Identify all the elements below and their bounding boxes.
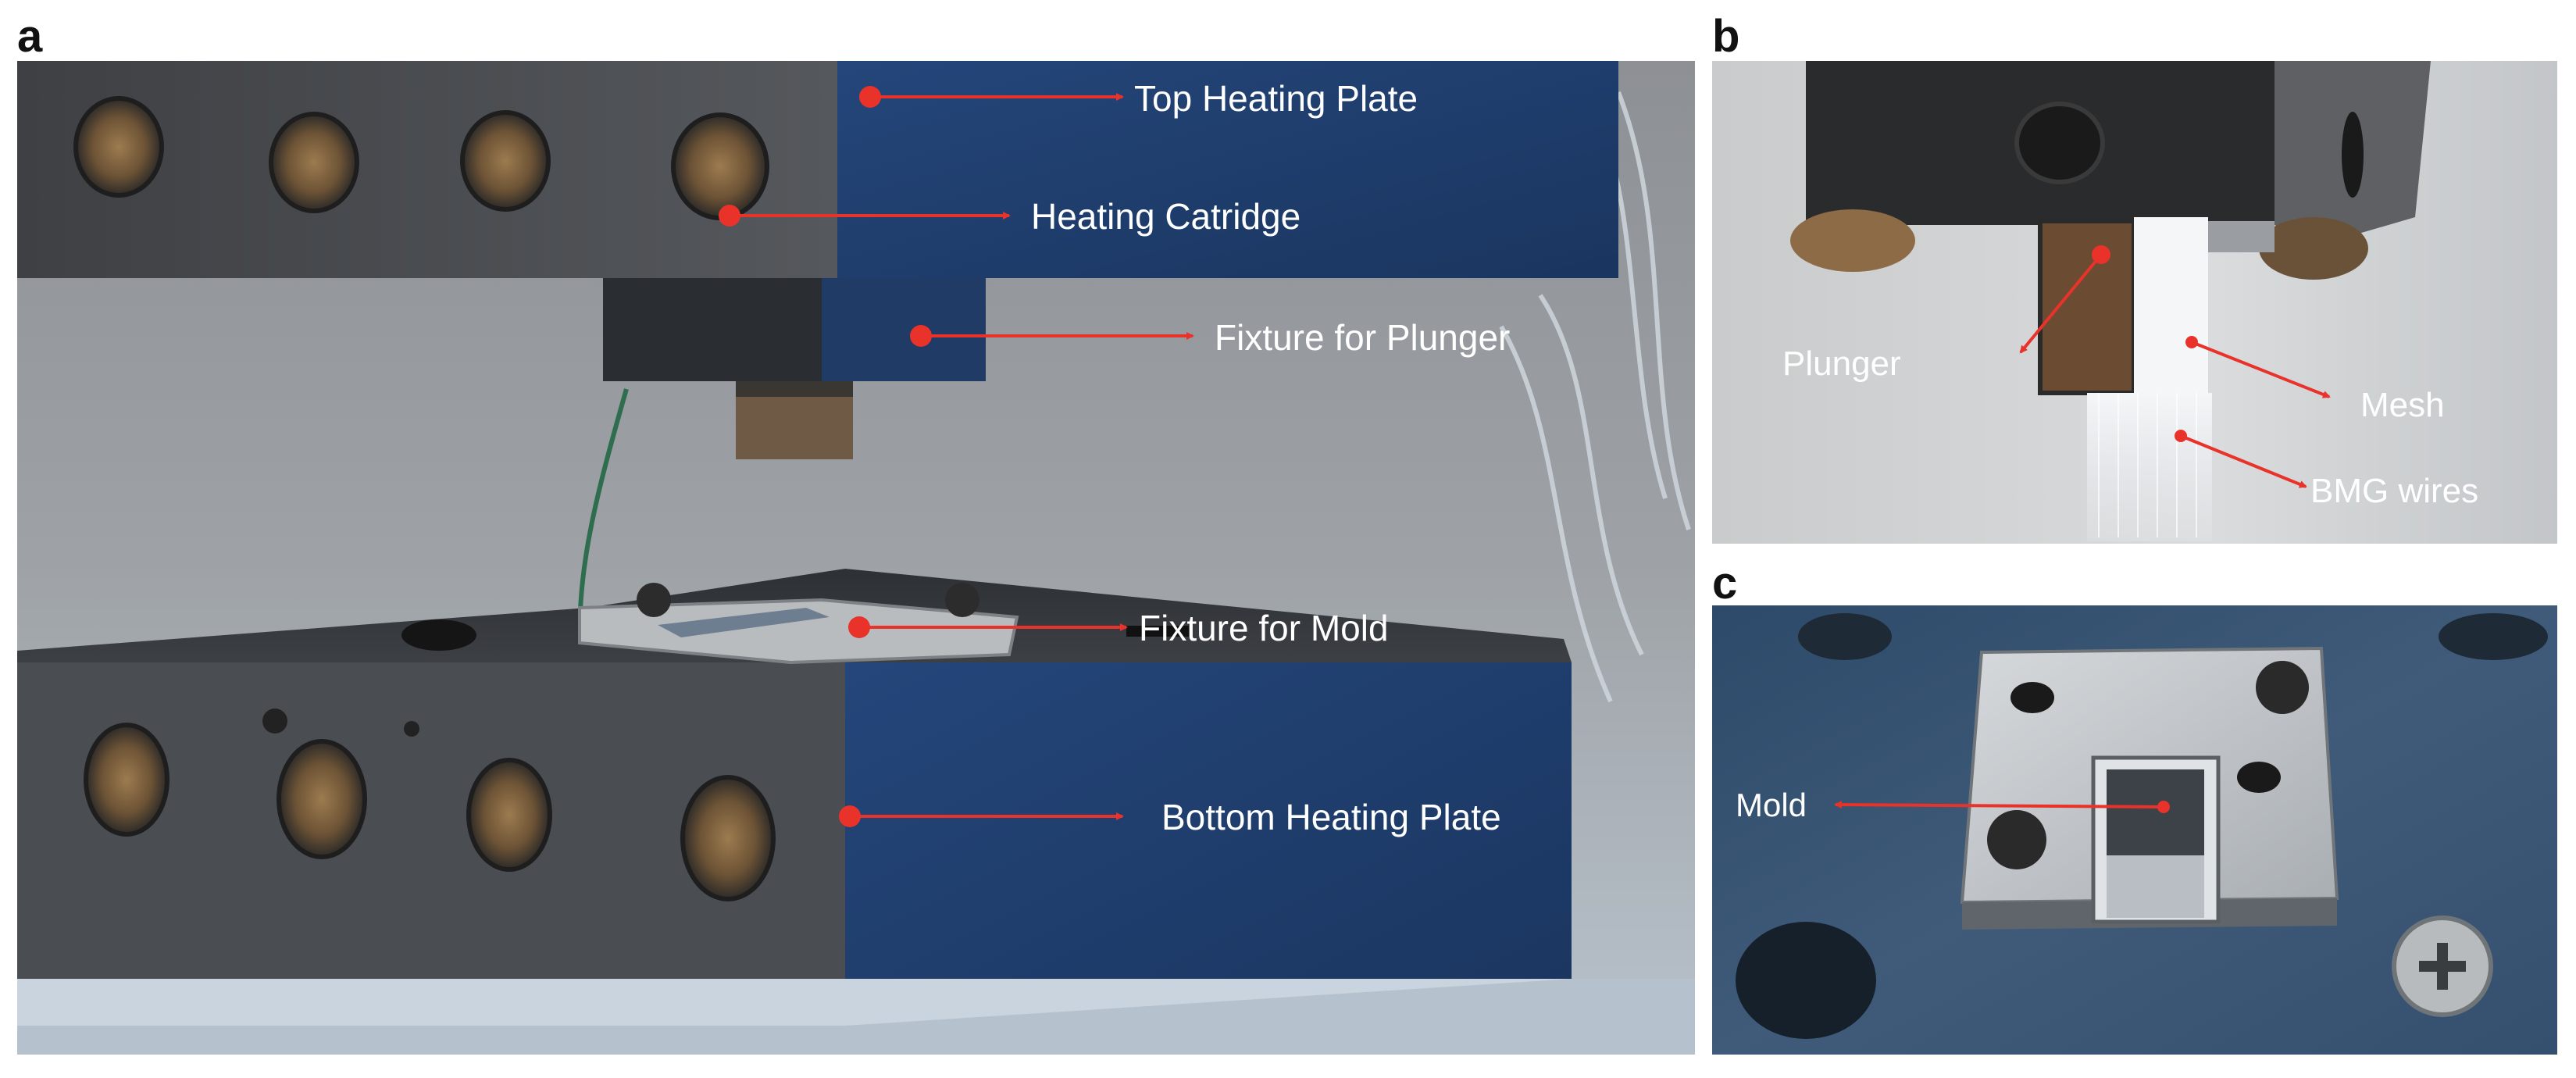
label-plunger: Plunger [1782, 344, 1901, 383]
annotation-bmg-wires: BMG wires [2175, 430, 2478, 510]
photo-panel-c: Mold [1712, 605, 2557, 1055]
label-mesh: Mesh [2360, 386, 2445, 424]
label-heating-cartridge: Heating Catridge [1031, 196, 1300, 237]
annotation-top-heating-plate: Top Heating Plate [859, 78, 1418, 119]
annotation-heating-cartridge: Heating Catridge [719, 196, 1300, 237]
label-fixture-plunger: Fixture for Plunger [1215, 317, 1510, 358]
annotation-fixture-mold: Fixture for Mold [848, 608, 1389, 648]
label-fixture-mold: Fixture for Mold [1139, 608, 1389, 648]
annotation-fixture-plunger: Fixture for Plunger [910, 317, 1510, 358]
panel-letter-c: c [1712, 558, 1738, 609]
hot-press-setup-photo: Top Heating Plate Heating Catridge Fixtu… [17, 61, 1695, 1055]
plunger-closeup-photo: Plunger Mesh BMG wires [1712, 61, 2557, 544]
photo-panel-a: Top Heating Plate Heating Catridge Fixtu… [17, 61, 1695, 1055]
mold-closeup-photo: Mold [1712, 605, 2557, 1055]
annotation-mesh: Mesh [2185, 336, 2445, 424]
annotation-mold: Mold [1736, 787, 2170, 823]
label-bottom-heating-plate: Bottom Heating Plate [1161, 797, 1501, 837]
label-mold: Mold [1736, 787, 1807, 823]
label-bmg-wires: BMG wires [2310, 472, 2478, 510]
label-top-heating-plate: Top Heating Plate [1134, 78, 1418, 119]
panel-letter-b: b [1712, 11, 1740, 62]
panel-letter-a: a [17, 11, 43, 62]
annotation-bottom-heating-plate: Bottom Heating Plate [839, 797, 1501, 837]
annotation-plunger: Plunger [1782, 245, 2110, 383]
photo-panel-b: Plunger Mesh BMG wires [1712, 61, 2557, 544]
